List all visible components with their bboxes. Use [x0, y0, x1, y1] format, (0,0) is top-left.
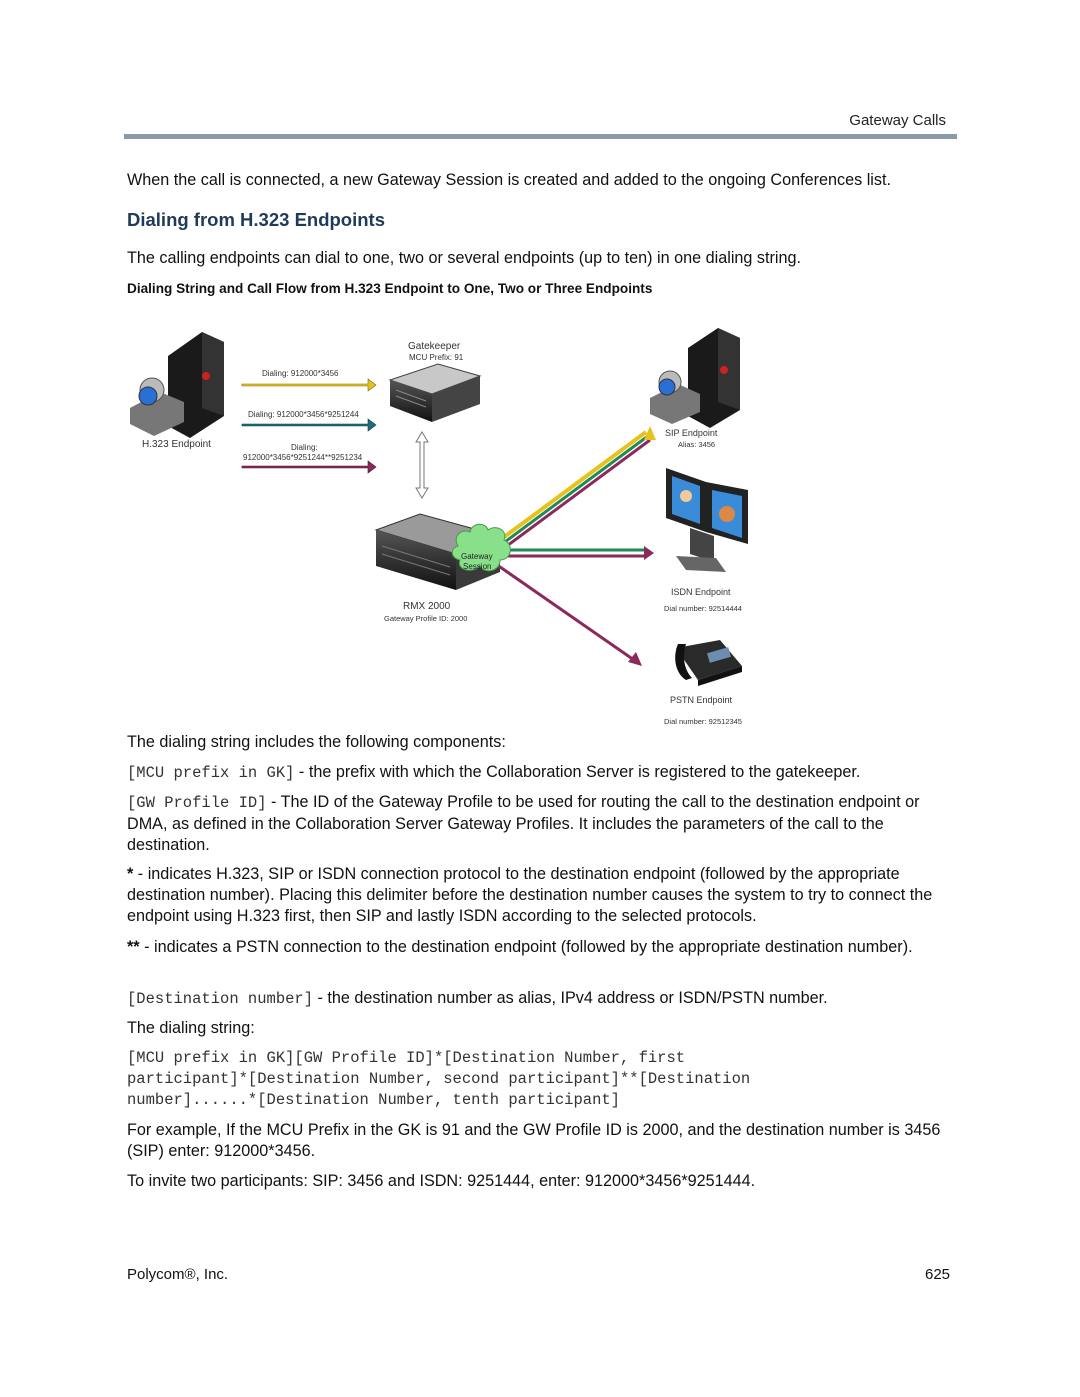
gk-rmx-link-arrow	[415, 431, 429, 499]
page-number: 625	[925, 1266, 951, 1283]
gateway-session-cloud	[451, 523, 511, 572]
example-one: For example, If the MCU Prefix in the GK…	[127, 1121, 941, 1160]
pstn-label: PSTN Endpoint	[670, 695, 733, 705]
component-destination: [Destination number] - the destination n…	[127, 988, 953, 1010]
component-gw-profile: [GW Profile ID] - The ID of the Gateway …	[127, 792, 953, 856]
sip-endpoint-icon	[650, 328, 740, 428]
mcu-prefix-label: MCU Prefix: 91	[409, 353, 464, 362]
sip-label: SIP Endpoint	[665, 428, 718, 438]
section-heading: Dialing from H.323 Endpoints	[127, 209, 385, 230]
mark-double-asterisk: **	[127, 938, 140, 956]
dial1-label: Dialing: 912000*3456	[262, 369, 339, 378]
gateway-label: Gateway	[461, 552, 493, 561]
sip-alias-label: Alias: 3456	[678, 440, 715, 449]
dial1-arrow	[241, 378, 377, 392]
footer-company: Polycom®, Inc.	[127, 1266, 229, 1283]
component-double-asterisk: ** - indicates a PSTN connection to the …	[127, 937, 953, 958]
figure-caption: Dialing String and Call Flow from H.323 …	[127, 281, 653, 296]
gatekeeper-label: Gatekeeper	[408, 341, 461, 352]
desc-mcu-prefix: - the prefix with which the Collaboratio…	[294, 763, 861, 781]
call-flow-diagram: H.323 Endpoint Gatekeeper MCU Prefix: 91…	[130, 328, 748, 726]
rmx-profile-label: Gateway Profile ID: 2000	[384, 614, 467, 623]
desc-asterisk: - indicates H.323, SIP or ISDN connectio…	[127, 865, 933, 925]
dialing-string-line-3: number]......*[Destination Number, tenth…	[127, 1091, 620, 1109]
pstn-phone-icon	[675, 640, 742, 686]
desc-double-asterisk: - indicates a PSTN connection to the des…	[139, 938, 913, 956]
code-mcu-prefix: [MCU prefix in GK]	[127, 764, 295, 782]
desc-destination: - the destination number as alias, IPv4 …	[313, 989, 828, 1007]
isdn-number-label: Dial number: 92514444	[664, 604, 742, 613]
code-destination: [Destination number]	[127, 990, 314, 1008]
intro-paragraph: When the call is connected, a new Gatewa…	[127, 171, 891, 189]
dialing-string-line-1: [MCU prefix in GK][GW Profile ID]*[Desti…	[127, 1049, 686, 1067]
dialing-string-line-2: participant]*[Destination Number, second…	[127, 1070, 751, 1088]
paragraph-endpoints: The calling endpoints can dial to one, t…	[127, 249, 801, 267]
desc-gw-profile: - The ID of the Gateway Profile to be us…	[127, 793, 920, 854]
mark-asterisk: *	[127, 865, 134, 883]
pstn-number-label: Dial number: 92512345	[664, 717, 742, 726]
dial3-label-a: Dialing:	[291, 443, 318, 452]
code-gw-profile: [GW Profile ID]	[127, 794, 267, 812]
component-mcu-prefix: [MCU prefix in GK] - the prefix with whi…	[127, 762, 953, 784]
components-intro: The dialing string includes the followin…	[127, 733, 506, 751]
header-rule	[124, 134, 957, 139]
h323-endpoint-icon	[130, 332, 224, 438]
dialing-string-label: The dialing string:	[127, 1019, 255, 1037]
example-two: To invite two participants: SIP: 3456 an…	[127, 1172, 756, 1190]
isdn-endpoint-icon	[666, 468, 748, 572]
dial2-arrow	[241, 418, 377, 432]
isdn-label: ISDN Endpoint	[671, 587, 731, 597]
dial3-label-b: 912000*3456*9251244**9251234	[243, 453, 363, 462]
isdn-call-lines	[490, 546, 654, 560]
dial3-arrow	[241, 460, 377, 474]
sip-call-lines	[490, 426, 656, 556]
section-title: Gateway Calls	[849, 112, 946, 129]
h323-label: H.323 Endpoint	[142, 439, 211, 450]
session-label: Session	[463, 562, 491, 571]
pstn-call-line	[489, 558, 642, 666]
gatekeeper-icon	[388, 363, 482, 422]
rmx-label: RMX 2000	[403, 601, 451, 612]
dial2-label: Dialing: 912000*3456*9251244	[248, 410, 359, 419]
component-asterisk: * - indicates H.323, SIP or ISDN connect…	[127, 864, 953, 927]
